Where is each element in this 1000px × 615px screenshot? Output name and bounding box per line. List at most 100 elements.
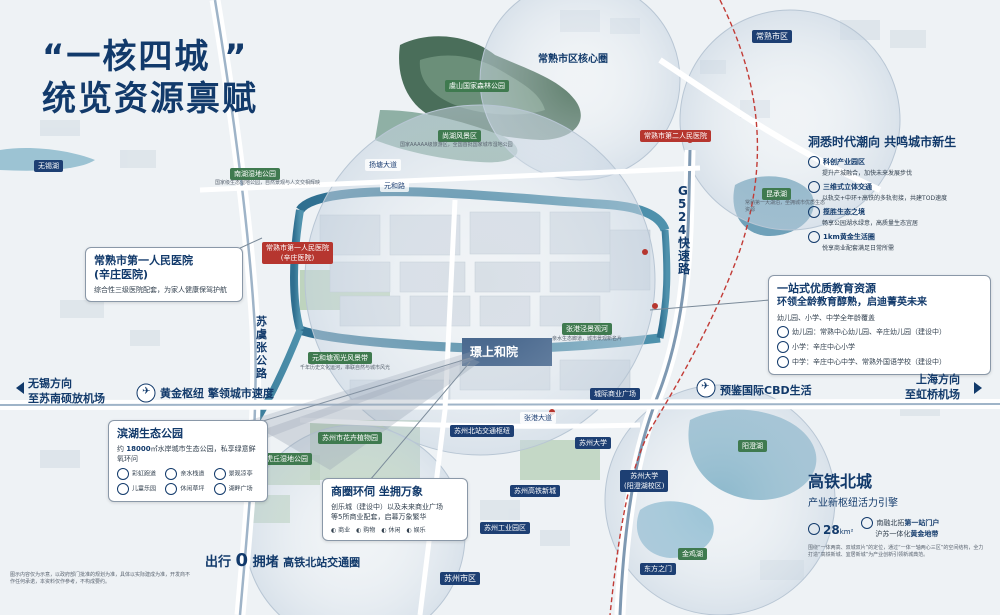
core-district-label: 常熟市区核心圈 (538, 54, 608, 65)
binhu-grid-item: 休闲草坪 (165, 483, 210, 495)
huqiu-label: 虎丘湿地公园 (262, 453, 312, 465)
plaza-icon (213, 483, 226, 495)
headline-line1: “一核四城 ” (42, 37, 249, 77)
binhu-grid-item: 景观凉亭 (213, 468, 259, 480)
jinjihu-label: 金鸡湖 (678, 548, 707, 560)
zhanggang-label: 张港泾景观河 (562, 323, 612, 335)
modern-life-title: 洞悉时代潮向 共鸣城市新生 (808, 135, 957, 149)
northeast-road (658, 57, 882, 193)
suzhou-industrial-park-label: 苏州工业园区 (480, 522, 530, 534)
second-hospital-label: 常熟市第二人民医院 (640, 130, 711, 142)
zero-number: 0 (235, 550, 249, 571)
northcity-stats: 28km² 南融北拓第一站门户 沪苏一体化黄金地带 (808, 517, 993, 539)
yuanhetang-label: 元和塘观光风景带 (308, 352, 372, 364)
nanhu-wetland-label: 南湖湿地公园 (230, 168, 280, 180)
disclaimer: 图示内容仅为示意，以政府部门批准的规划为准，具体以实际建成为准，开发商不作任何承… (10, 572, 191, 585)
northcity-area: 28km² (808, 519, 853, 538)
river-west (290, 209, 304, 332)
binhu-title: 滨湖生态公园 (117, 427, 183, 440)
education-desc: 幼儿园、小学、中学全年龄覆盖 (777, 314, 875, 322)
transport-icon (808, 181, 820, 193)
suzhou-university-label: 苏州大学 (575, 437, 611, 449)
commerce-beam (262, 358, 480, 470)
binhu-grid-item: 彩虹跑道 (117, 468, 162, 480)
hub-station-label: 苏州北站交通枢纽 (450, 425, 514, 437)
shopping-label: 城际商业广场 (590, 388, 640, 400)
headline: “一核四城 ” 统览资源禀赋 (42, 36, 258, 120)
airplane-circle-east (696, 378, 716, 398)
leisure-icon: ◐ 休闲 (381, 527, 401, 534)
airplane-circle-west (136, 383, 156, 403)
suzhou-univ-yangcheng-label: 苏州大学 (阳澄湖校区) (620, 470, 669, 492)
industry-park-icon (808, 156, 820, 168)
education-item-2: 中学：辛庄中心中学、常熟外国语学校（建设中） (777, 356, 982, 368)
commerce-callout: 商圈环伺 坐拥万象 创乐城（建设中）以及未来商业广场 等5所商业配套，启幕万象繁… (322, 478, 468, 541)
binhu-callout: 滨湖生态公园 约 18000㎡水岸城市生态公园，私享绿意鲜氧环问 彩虹跑道 亲水… (108, 420, 268, 502)
modern-life-panel: 洞悉时代潮向 共鸣城市新生 科创产业园区 提升产城融合，加快未来发展步伐 三维式… (808, 133, 993, 252)
education-item-0: 幼儿园：常熟中心幼儿园、辛庄幼儿园（建设中） (777, 326, 982, 338)
direction-arrows (16, 382, 982, 394)
northcity-desc: 围绕“一体两高、双城双片”的定位，通过“一体一轴两心三区”的空间结构，全力打造“… (808, 545, 984, 558)
connector-lines (224, 237, 771, 481)
suzhou-district-tag: 苏州市区 (440, 572, 480, 585)
pavilion-icon (213, 468, 226, 480)
binhu-grid-item: 儿童乐园 (117, 483, 162, 495)
playground-icon (117, 483, 129, 495)
commerce-title: 商圈环伺 坐拥万象 (331, 485, 423, 498)
eco-icon (808, 206, 820, 218)
suzhou-high-speed-label: 苏州高铁新城 (510, 485, 560, 497)
bottom-slogan: 出行 0 拥堵 高铁北站交通圈 (205, 550, 361, 571)
suzhou-zoo-label: 苏州市花卉植物园 (318, 432, 382, 444)
education-title: 一站式优质教育资源 (777, 282, 876, 295)
nanhu-desc: 国家级生态湿地公园，自然景观与人文交相辉映 (215, 180, 321, 186)
lawn-icon (165, 483, 178, 495)
binhu-grid-item: 湖畔广场 (213, 483, 259, 495)
hospital-map-label: 常熟市第一人民医院 (辛庄医院) (262, 242, 333, 264)
gateway-icon (861, 517, 874, 529)
northcity-panel: 高铁北城 产业新枢纽活力引擎 28km² 南融北拓第一站门户 沪苏一体化黄金地带… (808, 468, 993, 559)
area-icon (808, 523, 820, 535)
kindergarten-icon (777, 326, 789, 338)
modern-item: 1km黄金生活圈 悦享商业配套满足日常所需 (808, 231, 993, 252)
g524-highway-core (618, 149, 692, 615)
yuanhetang-desc: 千年历史文化运河，串联自然与城市风光 (300, 365, 391, 371)
commerce-desc: 创乐城（建设中）以及未来商业广场 等5所商业配套，启幕万象繁华 (331, 503, 443, 521)
airplane-icon-east: ✈ (701, 381, 710, 392)
binhu-desc: 约 18000㎡水岸城市生态公园，私享绿意鲜氧环问 (117, 445, 256, 463)
river-east (656, 229, 671, 339)
city-district-tag: 常熟市区 (752, 30, 792, 43)
runway-icon (117, 468, 129, 480)
yangcheng-lake-label: 阳澄湖 (738, 440, 767, 452)
boardwalk-icon (165, 468, 178, 480)
suyu-label: 苏虞张公路 (256, 315, 267, 380)
yangtang-road-label: 扬塘大道 (365, 159, 401, 171)
modern-item: 科创产业园区 提升产城融合，加快未来发展步伐 (808, 156, 993, 177)
shopping-bag-icon: ◐ 商业 (331, 527, 351, 534)
dongfang-gate-label: 东方之门 (640, 563, 676, 575)
kunchenghu-label: 昆承湖 (762, 188, 791, 200)
hospital-callout: 常熟市第一人民医院 (辛庄医院) 综合性三级医院配套，为家人健康保驾护航 (85, 247, 243, 302)
binhu-area-value: 18000 (126, 445, 151, 453)
binhu-grid-item: 亲水栈道 (165, 468, 210, 480)
suyu-highway-core (213, 0, 257, 615)
shanghu-label: 尚湖风景区 (438, 130, 481, 142)
northcity-subtitle: 产业新枢纽活力引擎 (808, 498, 898, 509)
district-circles (244, 0, 901, 615)
yushan-park-label: 虞山国家森林公园 (445, 80, 509, 92)
cbd-slogan: 预鉴国际CBD生活 (720, 384, 812, 397)
hospital-callout-desc: 综合性三级医院配套，为家人健康保驾护航 (94, 286, 227, 294)
hospital-callout-title: 常熟市第一人民医院 (辛庄医院) (94, 254, 193, 281)
binhu-beam (250, 352, 478, 440)
education-item-1: 小学：辛庄中心小学 (777, 341, 982, 353)
project-name: 璟上和院 (470, 345, 519, 359)
g524-label: G524快速路 (678, 184, 691, 276)
wuxi-lake (0, 148, 95, 171)
entertainment-icon: ◐ 娱乐 (406, 527, 426, 534)
rail-line (609, 0, 759, 615)
yuanhe-road-label: 元和路 (380, 180, 409, 192)
wuxi-lake-label: 无锡湖 (34, 160, 63, 172)
primary-school-icon (777, 341, 789, 353)
airplane-icon-west: ✈ (142, 386, 151, 397)
education-callout: 一站式优质教育资源 环领全龄教育醇熟，启迪菁英未来 幼儿园、小学、中学全年龄覆盖… (768, 275, 991, 375)
education-subtitle: 环领全龄教育醇熟，启迪菁英未来 (777, 297, 927, 308)
